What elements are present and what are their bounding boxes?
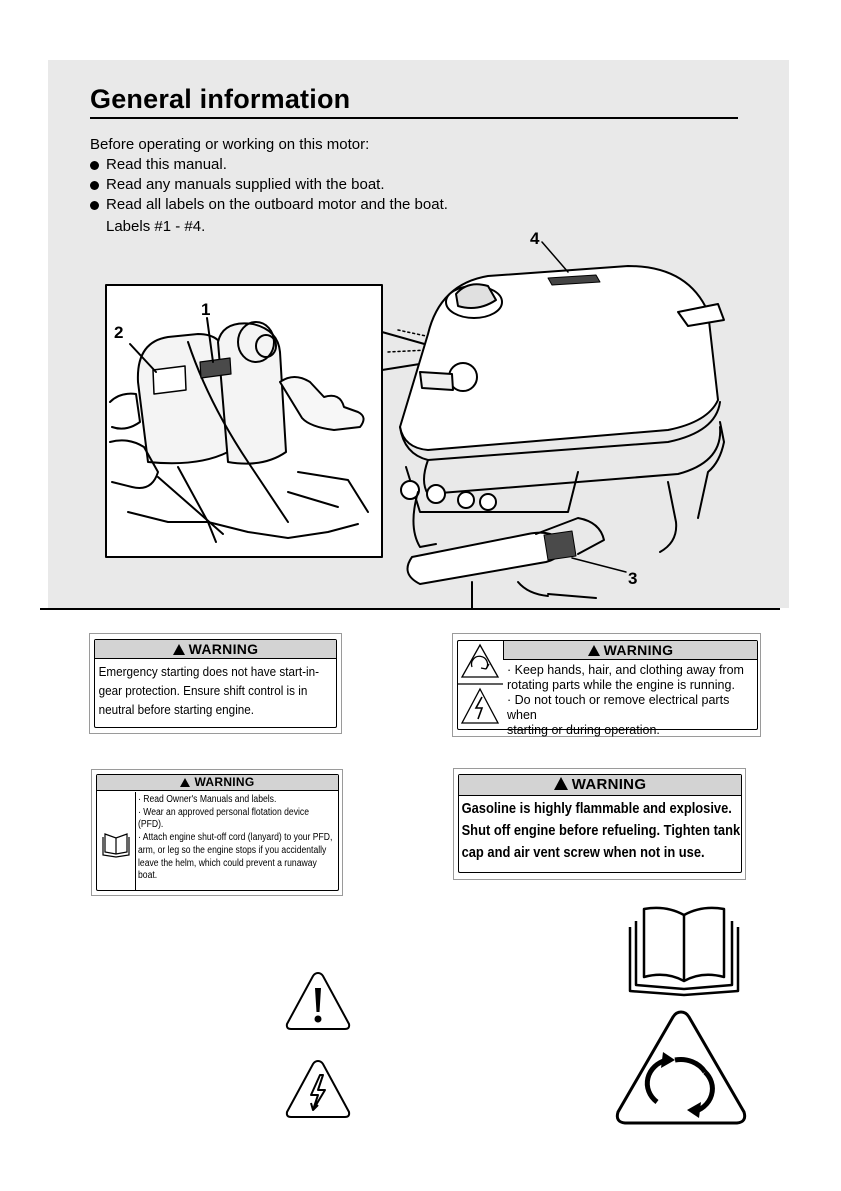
intro-text: Before operating or working on this moto…	[90, 136, 370, 153]
list-item: Read all labels on the outboard motor an…	[90, 195, 448, 215]
callout-4: 4	[530, 229, 540, 248]
electric-shock-triangle-icon	[285, 1059, 351, 1118]
manual-book-icon	[628, 906, 740, 997]
warning-label-2: WARNING · Keep hands, hair, and clothing…	[452, 633, 761, 737]
instruction-list: Read this manual. Read any manuals suppl…	[90, 155, 448, 215]
warning-heading: WARNING	[503, 641, 757, 660]
warning-triangle-icon	[172, 644, 185, 655]
warning-text: Gasoline is highly flammable and explosi…	[461, 800, 741, 861]
title-rule	[90, 117, 738, 119]
warning-heading: WARNING	[459, 775, 741, 796]
warning-triangle-icon	[180, 778, 191, 787]
warning-label-3: WARNING · Read Owner's Manuals and label…	[91, 769, 343, 896]
pictogram-column	[458, 643, 503, 724]
labels-note: Labels #1 - #4.	[106, 218, 206, 235]
callout-1: 1	[201, 300, 210, 319]
warning-heading: WARNING	[97, 775, 338, 791]
page-title: General information	[90, 84, 351, 114]
section-divider	[40, 608, 780, 610]
exclamation-triangle-icon	[285, 971, 351, 1030]
outboard-motor-illustration: 1 2 3 4	[105, 229, 725, 608]
warning-triangle-icon	[553, 777, 568, 790]
warning-text: · Read Owner's Manuals and labels. · Wea…	[138, 794, 333, 882]
manual-book-icon	[102, 792, 136, 890]
warning-label-1: WARNING Emergency starting does not have…	[89, 633, 342, 734]
rotating-parts-triangle-icon	[615, 1010, 747, 1125]
callout-2: 2	[114, 323, 123, 342]
warning-text: Emergency starting does not have start-i…	[98, 664, 320, 717]
list-item: Read this manual.	[90, 155, 448, 175]
list-item: Read any manuals supplied with the boat.	[90, 175, 448, 195]
warning-triangle-icon	[587, 645, 600, 656]
callout-3: 3	[628, 569, 637, 588]
warning-label-4: WARNING Gasoline is highly flammable and…	[453, 768, 746, 880]
warning-heading: WARNING	[95, 640, 336, 659]
warning-text: · Keep hands, hair, and clothing away fr…	[507, 663, 744, 737]
